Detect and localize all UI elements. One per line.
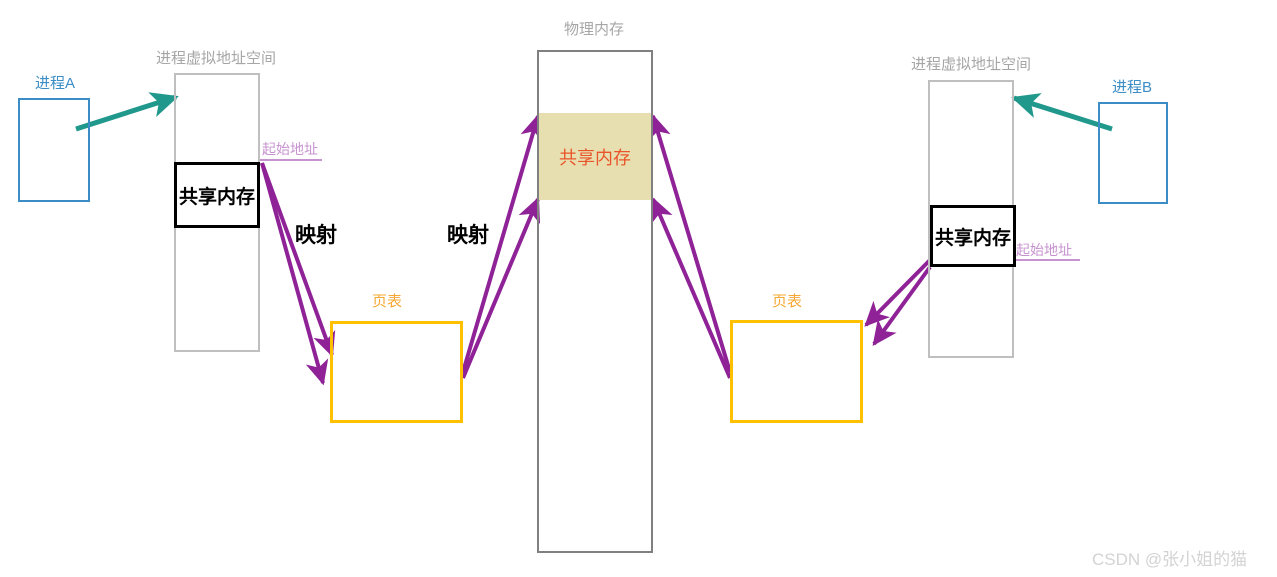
- vas-right-shared-memory-label: 共享内存: [934, 227, 1011, 249]
- physical-shared-memory-block: 共享内存: [539, 113, 651, 200]
- physical-shared-memory-label: 共享内存: [559, 147, 631, 168]
- process-a-label: 进程A: [35, 75, 76, 92]
- arrow-process-a-to-vas: [75, 92, 179, 132]
- page-table-left-title: 页表: [372, 293, 403, 310]
- process-b-box: [1098, 102, 1168, 204]
- vas-right-title: 进程虚拟地址空间: [911, 56, 1032, 73]
- vas-left-title: 进程虚拟地址空间: [156, 50, 277, 67]
- physical-memory-title: 物理内存: [564, 21, 625, 38]
- physical-memory-column: [537, 50, 653, 553]
- arrow-left-shm-to-pagetable-2: [260, 162, 329, 386]
- process-b-label: 进程B: [1112, 79, 1153, 96]
- mapping-right-label: 映射: [447, 224, 489, 247]
- arrow-left-shm-to-pagetable-1: [260, 162, 336, 358]
- arrow-right-pagetable-to-physical-1: [648, 113, 732, 373]
- vas-left-shared-memory-label: 共享内存: [178, 186, 255, 208]
- page-table-left-box: [330, 321, 463, 423]
- csdn-watermark: CSDN @张小姐的猫: [1092, 550, 1248, 569]
- start-address-right-label: 起始地址: [1016, 242, 1072, 258]
- start-address-left-label: 起始地址: [262, 141, 318, 157]
- arrow-right-pagetable-to-physical-2: [651, 196, 732, 379]
- vas-left-shared-memory-box: 共享内存: [174, 162, 260, 228]
- page-table-right-box: [730, 320, 863, 423]
- arrow-right-shm-to-pagetable-1: [864, 258, 932, 327]
- process-a-box: [18, 98, 90, 202]
- mapping-left-label: 映射: [295, 224, 337, 247]
- page-table-right-title: 页表: [772, 293, 803, 310]
- arrow-right-shm-to-pagetable-2: [872, 265, 932, 346]
- vas-right-shared-memory-box: 共享内存: [930, 205, 1016, 267]
